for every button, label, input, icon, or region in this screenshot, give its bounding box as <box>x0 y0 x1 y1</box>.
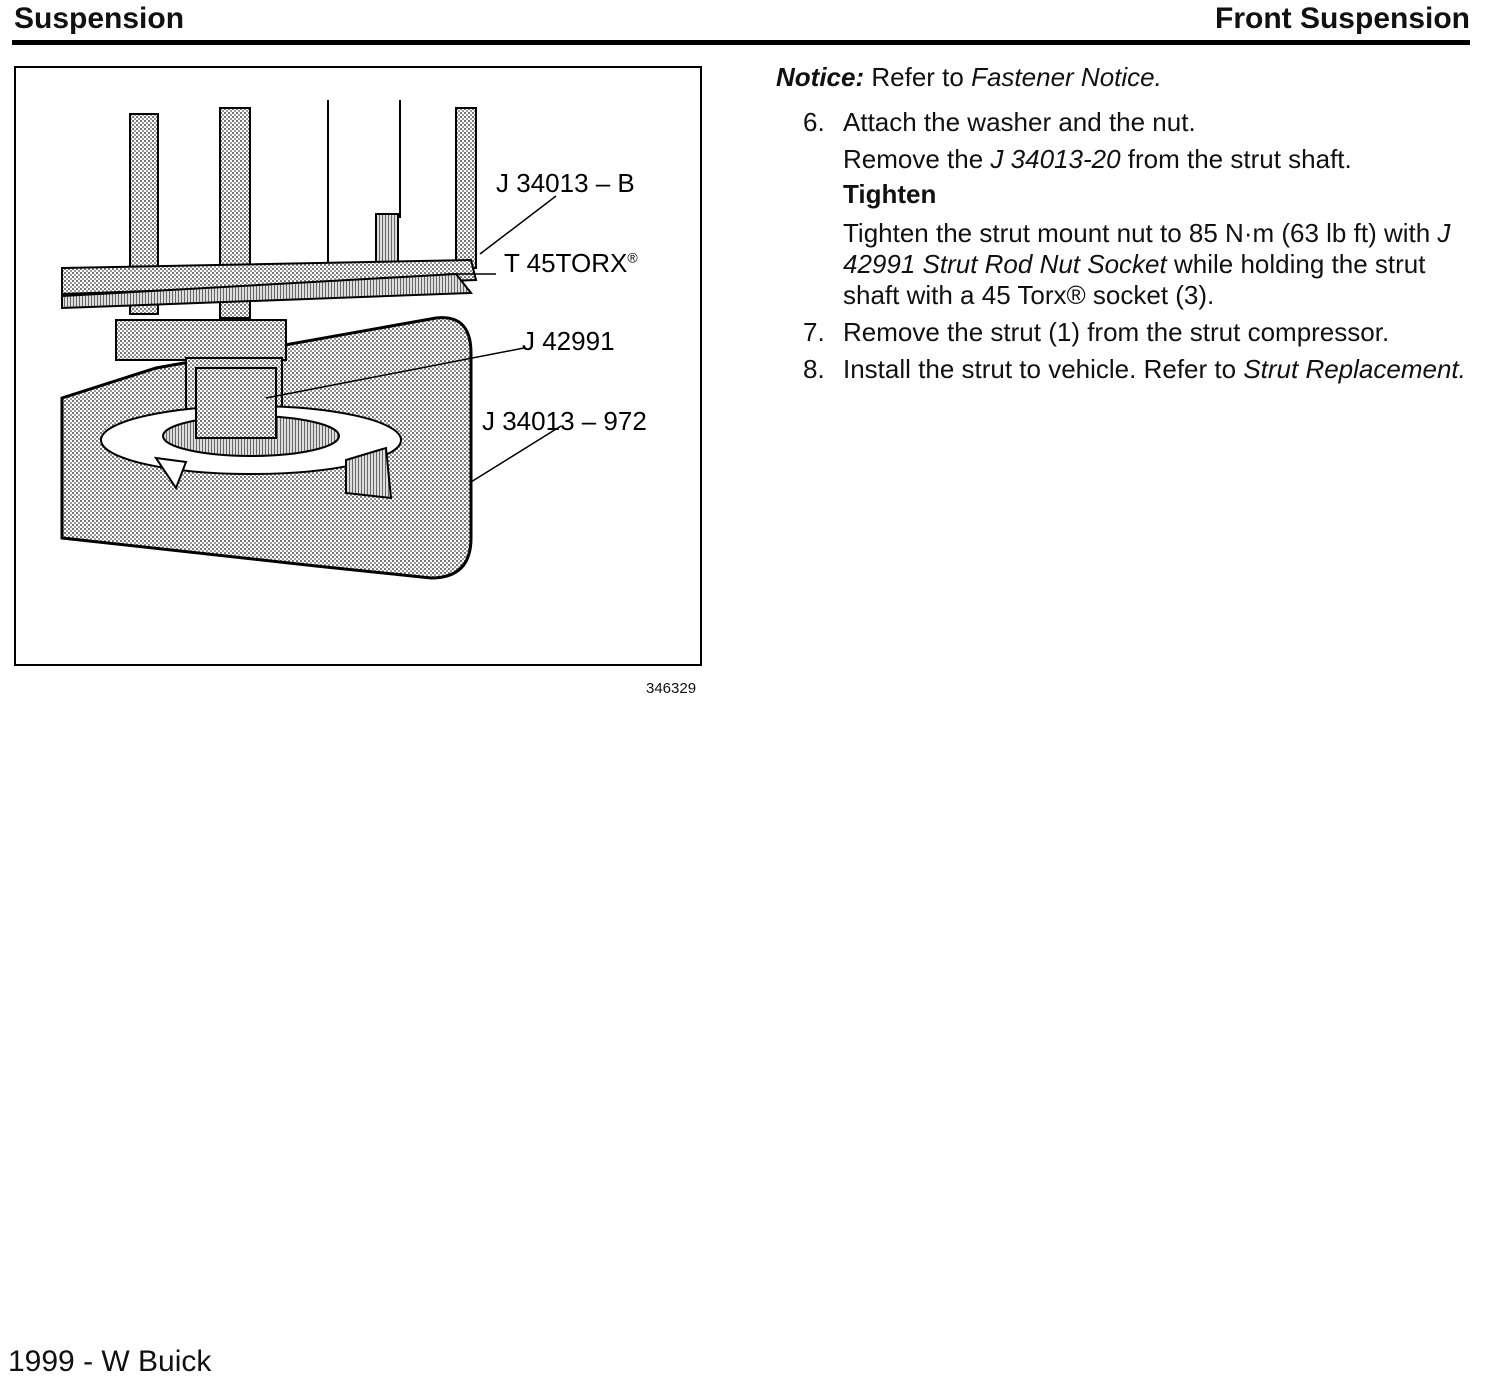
remove-tool: J 34013-20 <box>990 144 1121 174</box>
section-title: Suspension <box>14 2 185 35</box>
step-number: 6. <box>803 107 825 137</box>
notice-label: Notice: <box>776 62 865 92</box>
step-text: Attach the washer and the nut. <box>843 107 1196 137</box>
step-8: 8. Install the strut to vehicle. Refer t… <box>776 354 1476 385</box>
remove-suffix: from the strut shaft. <box>1127 144 1352 174</box>
remove-instruction: Remove the J 34013-20 from the strut sha… <box>843 144 1476 175</box>
tighten-heading: Tighten <box>843 179 937 209</box>
tighten-suffix: while holding the strut shaft with a 45 … <box>843 249 1426 310</box>
label-t45-torx-text: T 45TORX <box>504 248 628 278</box>
tighten-prefix: Tighten the strut mount nut to 85 N·m (6… <box>843 218 1431 248</box>
registered-mark: ® <box>627 249 638 266</box>
step-number: 7. <box>803 317 825 347</box>
step-8-prefix: Install the strut to vehicle. Refer to <box>843 354 1237 384</box>
figure-id: 346329 <box>646 680 697 697</box>
step-text: Install the strut to vehicle. Refer to S… <box>843 354 1476 385</box>
page-title: Front Suspension <box>1215 2 1470 35</box>
fastener-notice-link[interactable]: Fastener Notice. <box>971 62 1162 92</box>
tighten-spec: Tighten the strut mount nut to 85 N·m (6… <box>843 218 1476 311</box>
step-6: 6. Attach the washer and the nut. Remove… <box>776 107 1476 311</box>
label-j34013-972: J 34013 – 972 <box>482 406 647 436</box>
step-number: 8. <box>803 354 825 384</box>
notice: Notice: Refer to Fastener Notice. <box>776 62 1476 93</box>
label-t45-torx: T 45TORX® <box>504 248 638 279</box>
procedure-text: Notice: Refer to Fastener Notice. 6. Att… <box>776 62 1476 391</box>
strut-compressor-drawing <box>60 100 562 580</box>
label-j42991: J 42991 <box>522 326 615 356</box>
tighten-tool: J 42991 Strut Rod Nut Socket <box>843 218 1451 279</box>
notice-text: Refer to <box>871 62 964 92</box>
strut-tool-illustration: J 34013 – B T 45TORX® J 42991 J 34013 – … <box>14 66 702 666</box>
strut-replacement-link[interactable]: Strut Replacement. <box>1243 354 1466 384</box>
label-j34013-b: J 34013 – B <box>496 168 635 198</box>
remove-prefix: Remove the <box>843 144 984 174</box>
footer-text: 1999 - W Buick <box>8 1345 212 1378</box>
step-7: 7. Remove the strut (1) from the strut c… <box>776 317 1476 348</box>
step-text: Remove the strut (1) from the strut comp… <box>843 317 1390 347</box>
header-rule <box>12 40 1470 45</box>
